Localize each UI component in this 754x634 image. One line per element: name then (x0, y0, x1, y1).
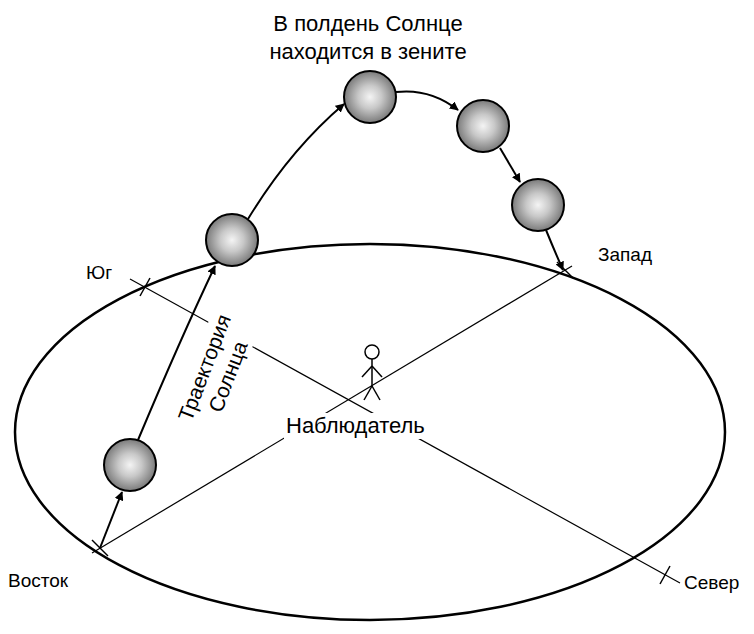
east-west-line (92, 266, 572, 553)
direction-label: Юг (86, 262, 112, 284)
sun-symbol (104, 71, 564, 491)
direction-label: Восток (8, 570, 68, 592)
trajectory-label: Траектория Солнца (165, 291, 267, 453)
noon-note: В полдень Солнце находится в зените (228, 10, 508, 66)
tick-mark (557, 262, 573, 278)
observer-label: Наблюдатель (284, 413, 427, 439)
sun-trajectory (100, 91, 563, 548)
direction-label: Север (684, 572, 739, 594)
observer-figure (362, 345, 382, 400)
horizon-ellipse (15, 244, 725, 620)
tick-mark (660, 566, 670, 584)
tick-mark (140, 278, 150, 296)
direction-label: Запад (598, 244, 652, 266)
south-north-line (130, 279, 680, 583)
